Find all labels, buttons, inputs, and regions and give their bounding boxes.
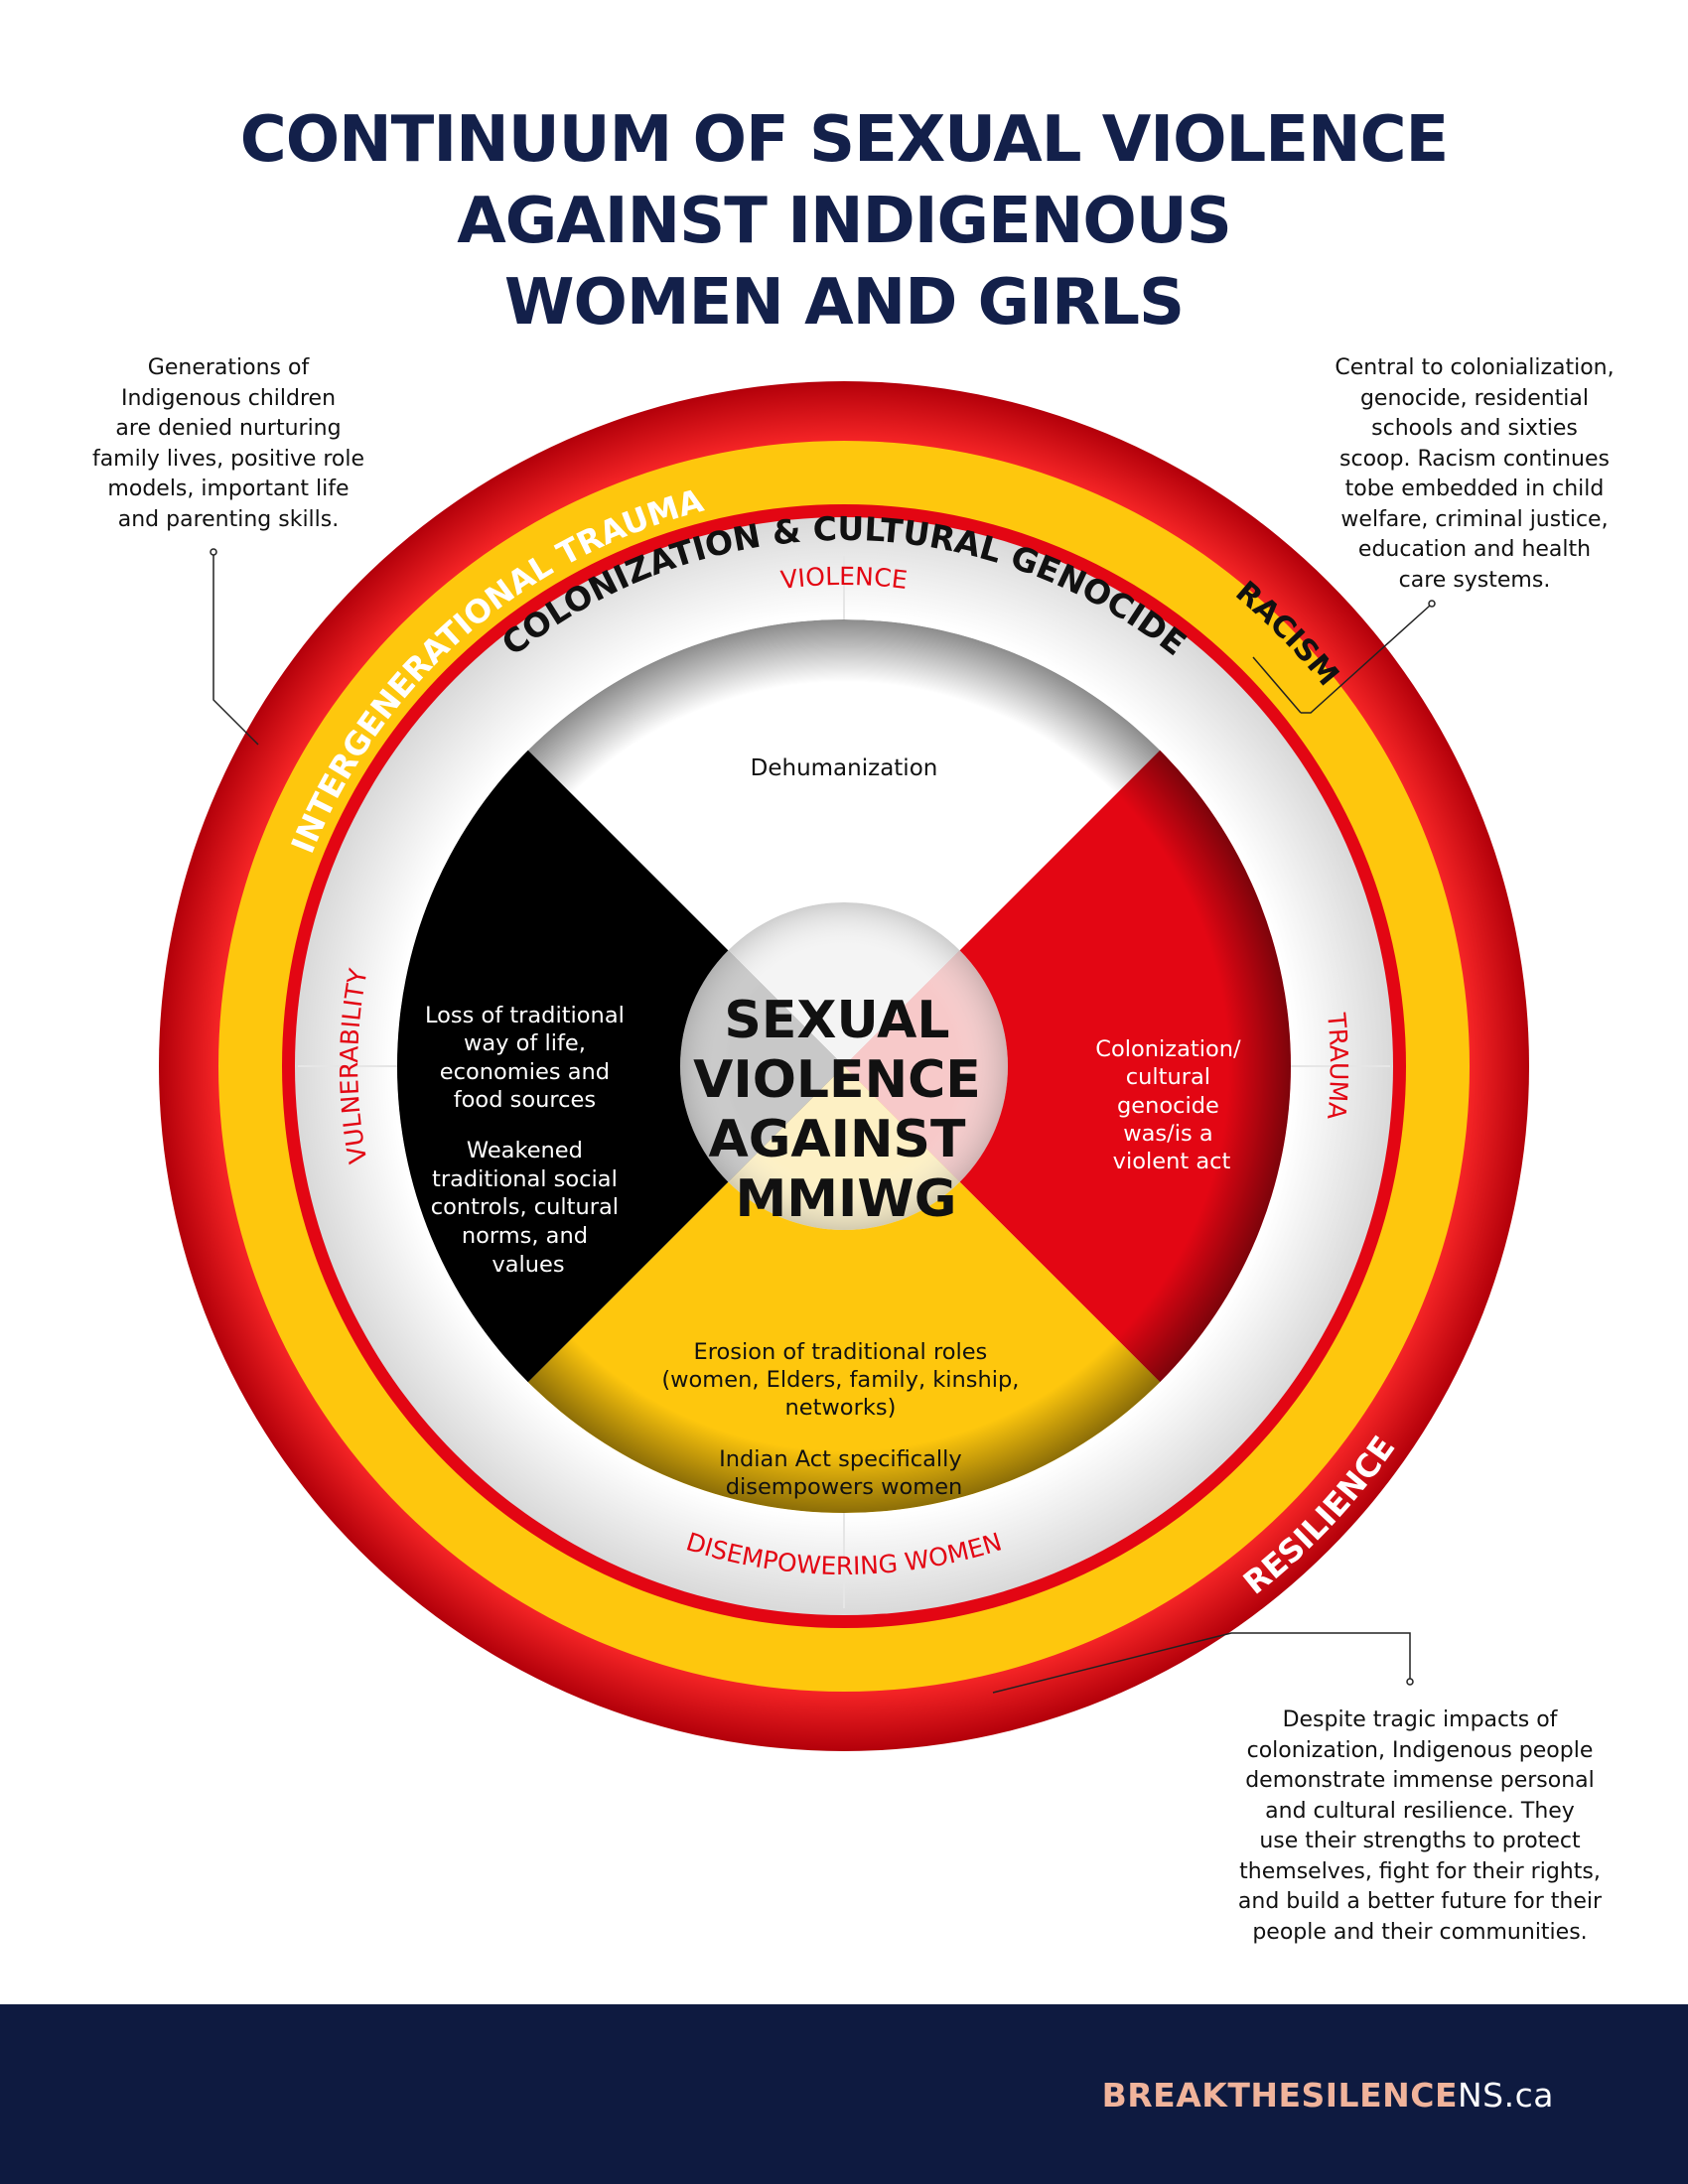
note-line: colonization, Indigenous people	[1246, 1737, 1594, 1763]
quadrant-line: violent act	[1113, 1149, 1231, 1174]
note-line: family lives, positive role	[91, 446, 365, 472]
center-line: SEXUAL	[724, 991, 949, 1050]
center-line: VIOLENCE	[693, 1050, 981, 1110]
title-line-2: AGAINST INDIGENOUS	[457, 185, 1232, 258]
page-title: CONTINUUM OF SEXUAL VIOLENCE AGAINST IND…	[0, 99, 1688, 343]
quadrant-line: values	[492, 1252, 564, 1278]
note-line: and parenting skills.	[117, 506, 340, 532]
footer-bar: BREAKTHESILENCENS.ca	[0, 2004, 1688, 2184]
leader-line-right	[1301, 605, 1431, 714]
right-quadrant-text: Colonization/ cultural genocide was/is a…	[1095, 1036, 1247, 1174]
quadrant-line: Indian Act specifically	[719, 1446, 962, 1472]
leader-line-bottom	[992, 1632, 1411, 1694]
quadrant-line: food sources	[454, 1087, 596, 1113]
note-line: Central to colonialization,	[1335, 355, 1615, 380]
bottom-quadrant-text: Erosion of traditional roles (women, Eld…	[661, 1339, 1026, 1500]
leader-line-left	[212, 554, 259, 746]
left-quadrant-text: Loss of traditional way of life, economi…	[425, 1003, 632, 1278]
quadrant-line: cultural	[1126, 1064, 1210, 1090]
quadrant-line: Erosion of traditional roles	[694, 1339, 988, 1365]
note-line: models, important life	[107, 477, 350, 501]
note-line: welfare, criminal justice,	[1340, 506, 1609, 532]
title-line-1: CONTINUUM OF SEXUAL VIOLENCE	[239, 103, 1450, 177]
note-line: schools and sixties	[1371, 416, 1578, 441]
note-line: education and health	[1357, 537, 1592, 562]
note-line: are denied nurturing	[115, 416, 342, 441]
note-line: genocide, residential	[1359, 385, 1590, 411]
center-line: AGAINST	[708, 1110, 965, 1169]
note-line: scoop. Racism continues	[1339, 446, 1610, 472]
note-line: Despite tragic impacts of	[1282, 1707, 1558, 1732]
center-title: SEXUAL VIOLENCE AGAINST MMIWG	[693, 991, 999, 1229]
quadrant-line: economies and	[440, 1059, 610, 1085]
quadrant-line: (women, Elders, family, kinship,	[661, 1367, 1019, 1393]
quadrant-line: Loss of traditional	[425, 1003, 625, 1028]
quadrant-line: was/is a	[1123, 1121, 1212, 1147]
quadrant-line: Colonization/	[1095, 1036, 1241, 1062]
leader-line-racism	[1252, 656, 1302, 714]
center-circle	[680, 902, 1008, 1230]
note-line: care systems.	[1398, 567, 1551, 593]
resilience-note: Despite tragic impacts of colonization, …	[1192, 1706, 1648, 1948]
note-line: demonstrate immense personal	[1245, 1768, 1595, 1793]
note-line: people and their communities.	[1252, 1919, 1588, 1945]
brand-link[interactable]: BREAKTHESILENCENS.ca	[1102, 2076, 1554, 2115]
violence-label: VIOLENCE	[779, 562, 910, 595]
title-line-3: WOMEN AND GIRLS	[503, 266, 1185, 340]
quadrant-line: Weakened	[467, 1138, 583, 1163]
note-line: Generations of	[147, 355, 310, 380]
note-line: and cultural resilience. They	[1265, 1798, 1575, 1824]
quadrant-line: disempowers women	[726, 1474, 963, 1500]
note-line: and build a better future for their	[1237, 1889, 1603, 1914]
note-line: Indigenous children	[120, 385, 337, 411]
center-line: MMIWG	[736, 1169, 957, 1229]
leader-dot-left	[210, 548, 217, 556]
center-shading	[680, 902, 1008, 1230]
leader-dot-right	[1428, 600, 1436, 608]
brand-part-2: NS.ca	[1458, 2076, 1554, 2115]
quadrant-line: networks)	[784, 1395, 896, 1421]
quadrant-line: traditional social	[432, 1166, 618, 1192]
quadrant-line: norms, and	[462, 1223, 588, 1249]
dehumanization-text: Dehumanization	[751, 755, 938, 781]
quadrant-line: way of life,	[464, 1030, 586, 1056]
intergenerational-trauma-note: Generations of Indigenous children are d…	[40, 353, 417, 535]
brand-part-1: BREAKTHESILENCE	[1101, 2076, 1458, 2115]
racism-note: Central to colonialization, genocide, re…	[1266, 353, 1683, 596]
note-line: tobe embedded in child	[1344, 477, 1605, 501]
note-line: use their strengths to protect	[1259, 1829, 1581, 1853]
quadrant-line: controls, cultural	[431, 1194, 619, 1220]
quadrant-line: genocide	[1117, 1093, 1219, 1119]
note-line: themselves, fight for their rights,	[1239, 1858, 1601, 1884]
leader-dot-bottom	[1406, 1678, 1414, 1686]
